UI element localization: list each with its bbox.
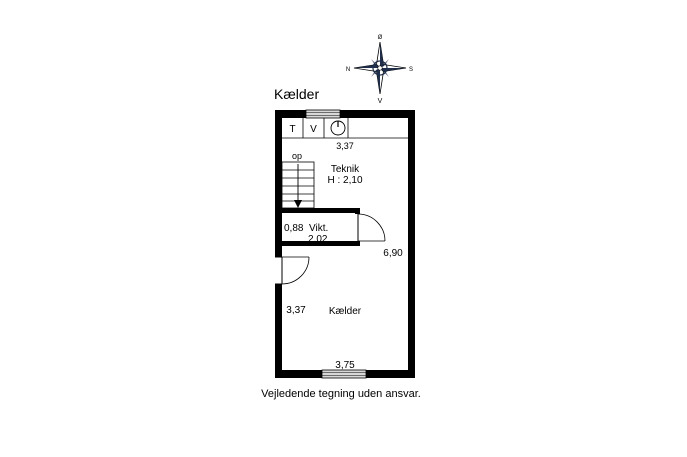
stairs-label: op (292, 151, 302, 161)
fixture-t-label: T (289, 124, 295, 135)
room-teknik-height: H : 2,10 (327, 175, 362, 186)
compass-north-label: N (346, 67, 350, 73)
room-kaelder-name: Kælder (329, 306, 362, 317)
door-opening-left (274, 257, 283, 284)
disclaimer-text: Vejledende tegning uden ansvar. (261, 388, 421, 400)
window-top (305, 109, 341, 119)
room-teknik-name: Teknik (331, 164, 360, 175)
entrance-door (275, 256, 310, 285)
compass-west-label: V (378, 98, 383, 105)
room-vikt-name: Vikt. (309, 223, 328, 234)
closet-wall-right-lower (355, 241, 360, 246)
dimension-closet-depth: 0,88 (284, 223, 304, 234)
fixture-v-label: V (310, 124, 317, 135)
compass-south-label: S (409, 67, 413, 73)
closet-wall-top (282, 208, 358, 213)
floor-title: Kælder (274, 86, 319, 102)
closet-wall-bottom (282, 241, 358, 246)
wall-right (408, 110, 415, 378)
dimension-bottom-width: 3,75 (335, 360, 355, 371)
dimension-left-width: 3,37 (286, 305, 306, 316)
window-bottom (321, 369, 367, 379)
wall-left (275, 110, 282, 378)
water-heater-icon (330, 120, 346, 136)
dimension-right-length: 6,90 (383, 248, 403, 259)
stairs-arrow-icon (294, 164, 302, 208)
dimension-closet-width: 2,02 (308, 234, 328, 245)
compass-east-label: Ø (378, 35, 383, 41)
compass-icon (353, 41, 407, 95)
dimension-top-width: 3,37 (336, 141, 354, 151)
closet-wall-right-upper (355, 208, 360, 214)
closet-door (357, 213, 386, 242)
wall-top (275, 110, 415, 118)
fixture-row (282, 118, 408, 139)
